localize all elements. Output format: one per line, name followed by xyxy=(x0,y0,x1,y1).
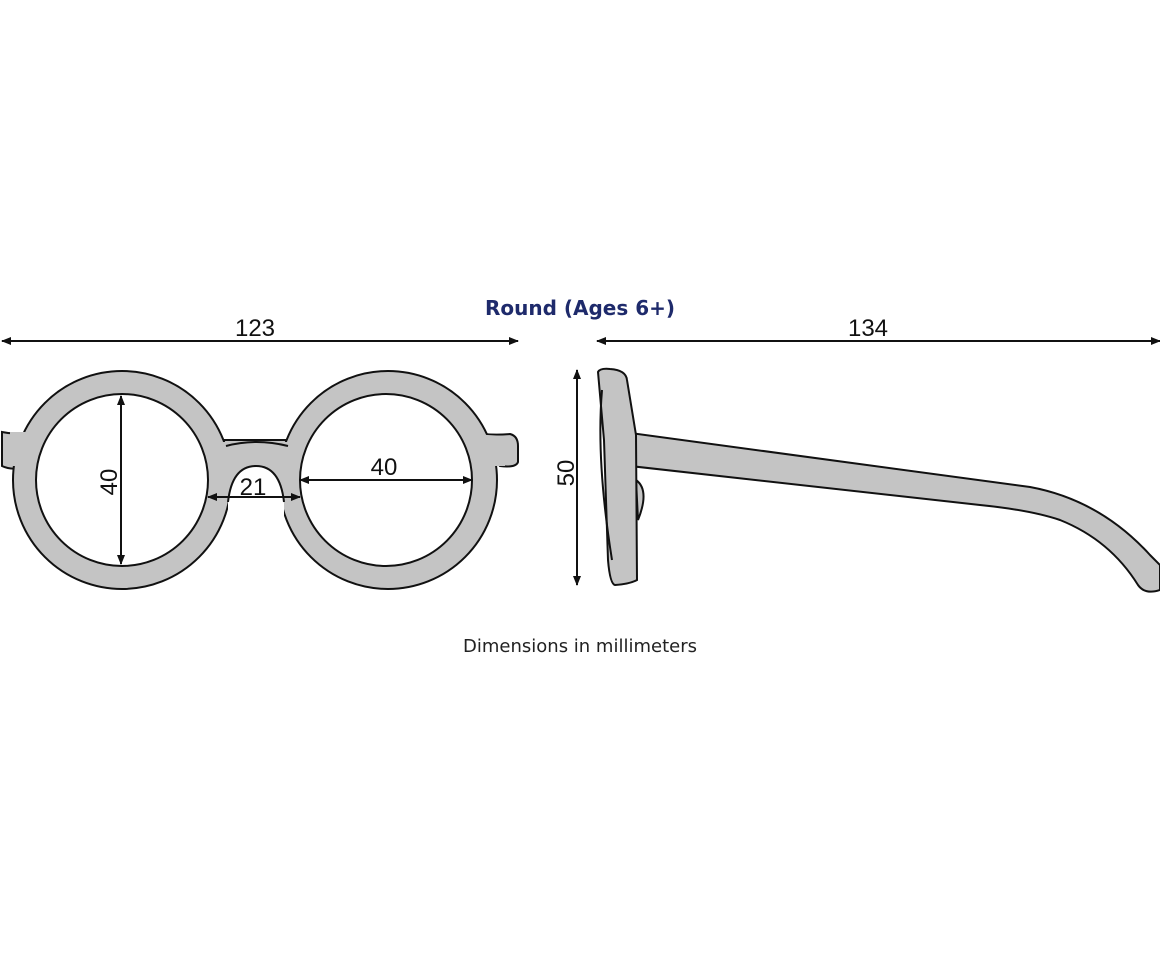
width-label: 123 xyxy=(235,315,275,342)
front-view xyxy=(1,370,519,590)
diagram-title: Round (Ages 6+) xyxy=(485,296,675,320)
side-view xyxy=(596,367,1160,593)
height-label: 50 xyxy=(553,460,580,487)
bridge-label: 21 xyxy=(240,474,267,501)
units-caption: Dimensions in millimeters xyxy=(463,636,697,657)
lens-width-label: 40 xyxy=(371,454,398,481)
front-rim-side xyxy=(596,367,639,587)
temple-arm xyxy=(629,431,1160,593)
lens-height-label: 40 xyxy=(96,469,123,496)
temple-label: 134 xyxy=(848,315,888,342)
nose-pad xyxy=(634,477,645,521)
